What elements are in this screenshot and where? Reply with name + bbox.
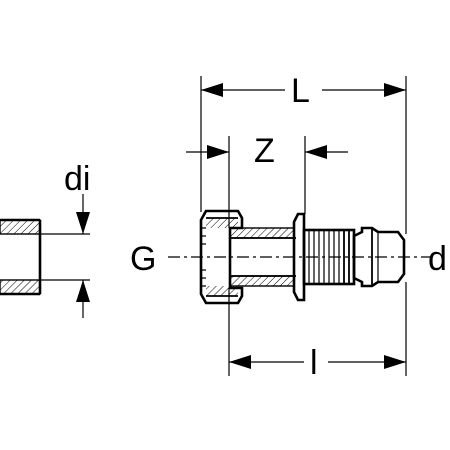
outer-diameter-label: d (428, 240, 447, 278)
dimension-l-insert: l (228, 282, 407, 382)
dimension-l-insert-label: l (310, 344, 318, 382)
dimension-di: di (64, 160, 90, 318)
dimension-l-total-label: L (291, 72, 310, 110)
dimension-z-label: Z (254, 132, 275, 170)
dimension-l-total: L (200, 72, 407, 234)
dimension-di-label: di (64, 160, 90, 198)
thread-label: G (130, 240, 156, 278)
fitting-body (199, 209, 406, 305)
dimension-z: Z (186, 132, 348, 228)
pipe-section (0, 218, 90, 296)
